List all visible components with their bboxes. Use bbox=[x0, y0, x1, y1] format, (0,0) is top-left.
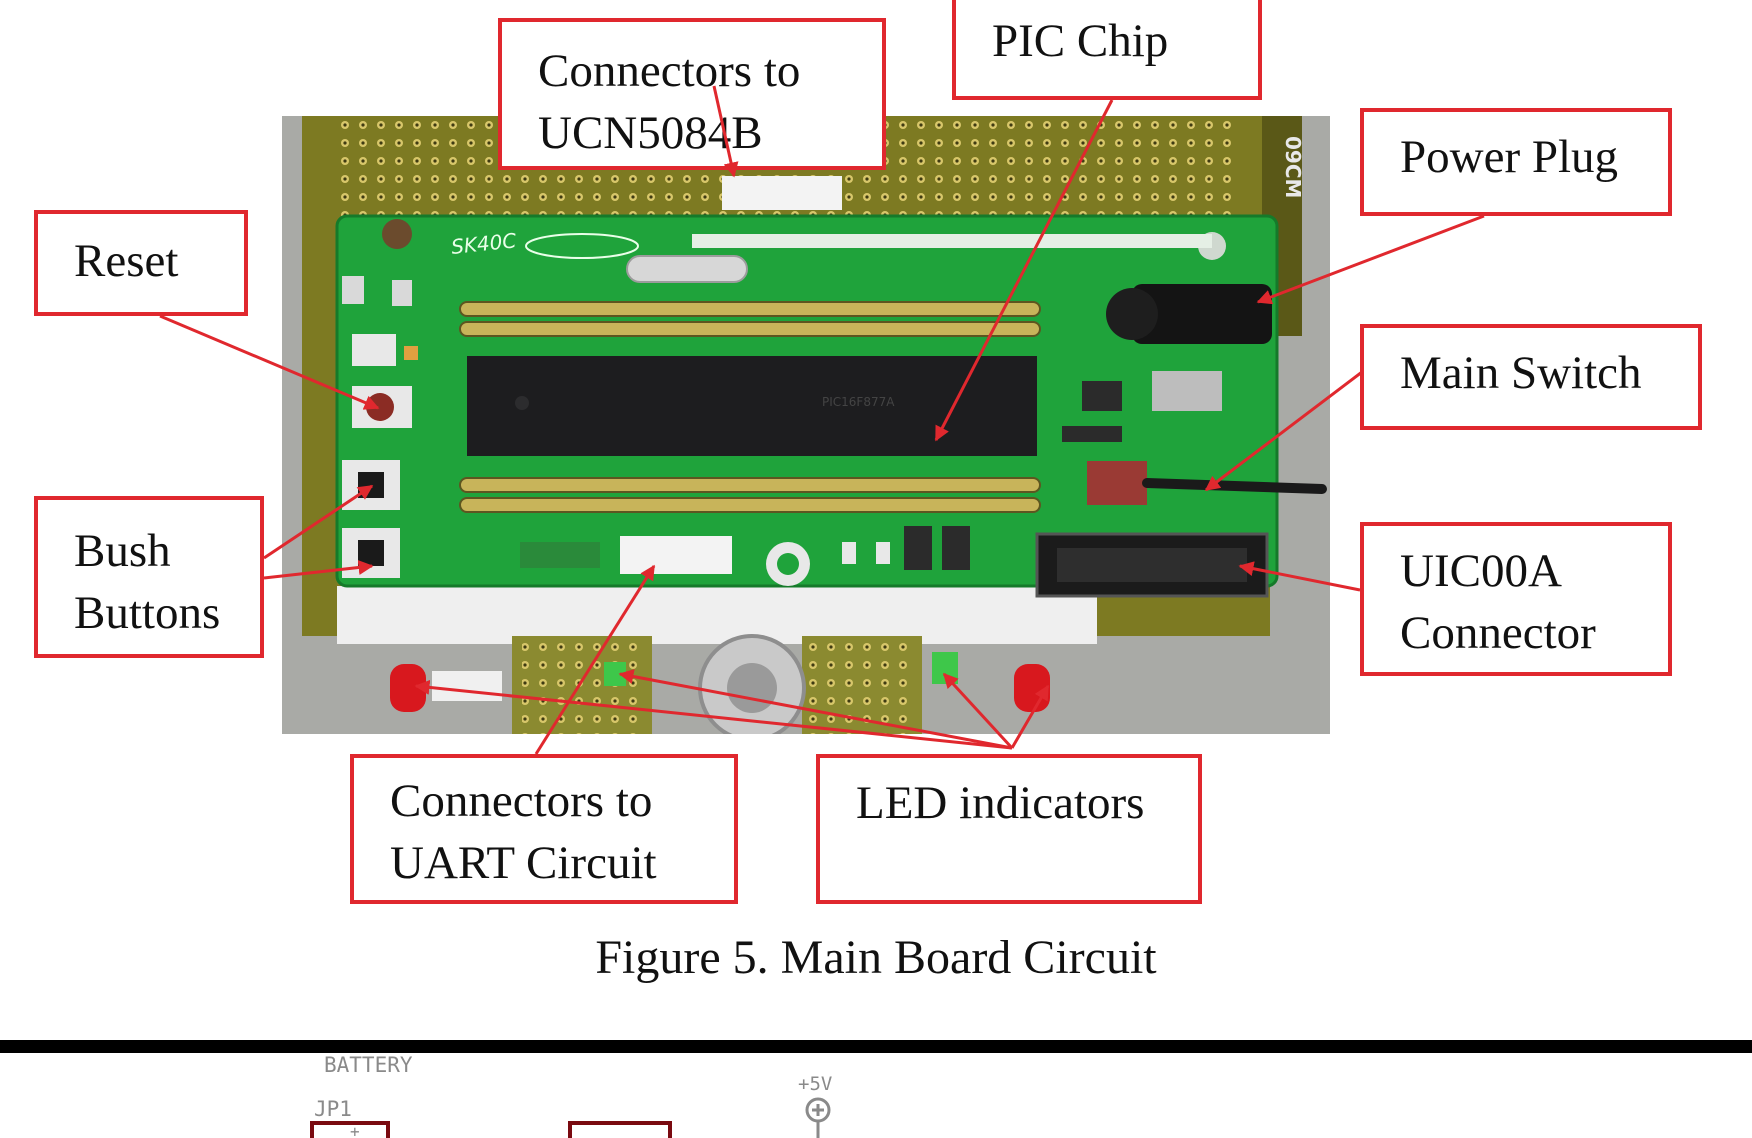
callout-bush-buttons: Bush Buttons bbox=[34, 496, 264, 658]
svg-text:PIC16F877A: PIC16F877A bbox=[822, 395, 895, 409]
schematic-jumper-label: JP1 bbox=[314, 1097, 352, 1121]
callout-bush-line-1: Bush bbox=[74, 525, 171, 577]
callout-ucn-line-2: UCN5084B bbox=[538, 107, 763, 159]
callout-ucn5084b-connectors: Connectors to UCN5084B bbox=[498, 18, 886, 170]
callout-uart-line-2: UART Circuit bbox=[390, 837, 657, 889]
callout-uart-connectors: Connectors to UART Circuit bbox=[350, 754, 738, 904]
red-led-left bbox=[390, 664, 426, 712]
battery-jumper-box bbox=[310, 1121, 390, 1138]
schematic-battery-label: BATTERY bbox=[324, 1053, 413, 1077]
svg-text:+: + bbox=[350, 1122, 360, 1138]
schematic-symbols: + bbox=[310, 1097, 831, 1138]
callout-power-plug: Power Plug bbox=[1360, 108, 1672, 216]
green-led-2 bbox=[932, 652, 958, 684]
callout-pic-line-1: PIC Chip bbox=[992, 15, 1169, 67]
green-led-1 bbox=[604, 662, 626, 686]
pin-row-bottom bbox=[459, 477, 1041, 513]
main-switch bbox=[1087, 461, 1147, 505]
callout-uic-line-1: UIC00A bbox=[1400, 545, 1562, 597]
callout-bush-line-2: Buttons bbox=[74, 587, 221, 639]
callout-pic-chip: PIC Chip bbox=[952, 0, 1262, 100]
callout-main-switch: Main Switch bbox=[1360, 324, 1702, 430]
main-board-photo: 09CM SK40C bbox=[282, 116, 1330, 734]
schematic-supply-label: +5V bbox=[798, 1073, 833, 1095]
callout-reset-line-1: Reset bbox=[74, 235, 179, 287]
red-led-right bbox=[1014, 664, 1050, 712]
regulator-box bbox=[568, 1121, 672, 1138]
power-jack bbox=[1132, 284, 1272, 344]
callout-uart-line-1: Connectors to bbox=[390, 775, 653, 827]
callout-led-indicators: LED indicators bbox=[816, 754, 1202, 904]
schematic-fragment: BATTERY JP1 +5V + bbox=[0, 1053, 1752, 1138]
callout-uic-line-2: Connector bbox=[1400, 607, 1596, 659]
callout-led-line-1: LED indicators bbox=[856, 777, 1145, 829]
callout-ucn-line-1: Connectors to bbox=[538, 45, 801, 97]
page-divider bbox=[0, 1040, 1752, 1053]
ucn-connector bbox=[722, 176, 842, 210]
figure-caption: Figure 5. Main Board Circuit bbox=[595, 931, 1157, 984]
uart-connector bbox=[620, 536, 732, 574]
callout-switch-line-1: Main Switch bbox=[1400, 347, 1642, 399]
board-side-label: 09CM bbox=[1281, 136, 1305, 198]
callout-reset: Reset bbox=[34, 210, 248, 316]
callout-power-line-1: Power Plug bbox=[1400, 131, 1619, 183]
callout-uic00a-connector: UIC00A Connector bbox=[1360, 522, 1672, 676]
pic-chip bbox=[467, 356, 1037, 456]
